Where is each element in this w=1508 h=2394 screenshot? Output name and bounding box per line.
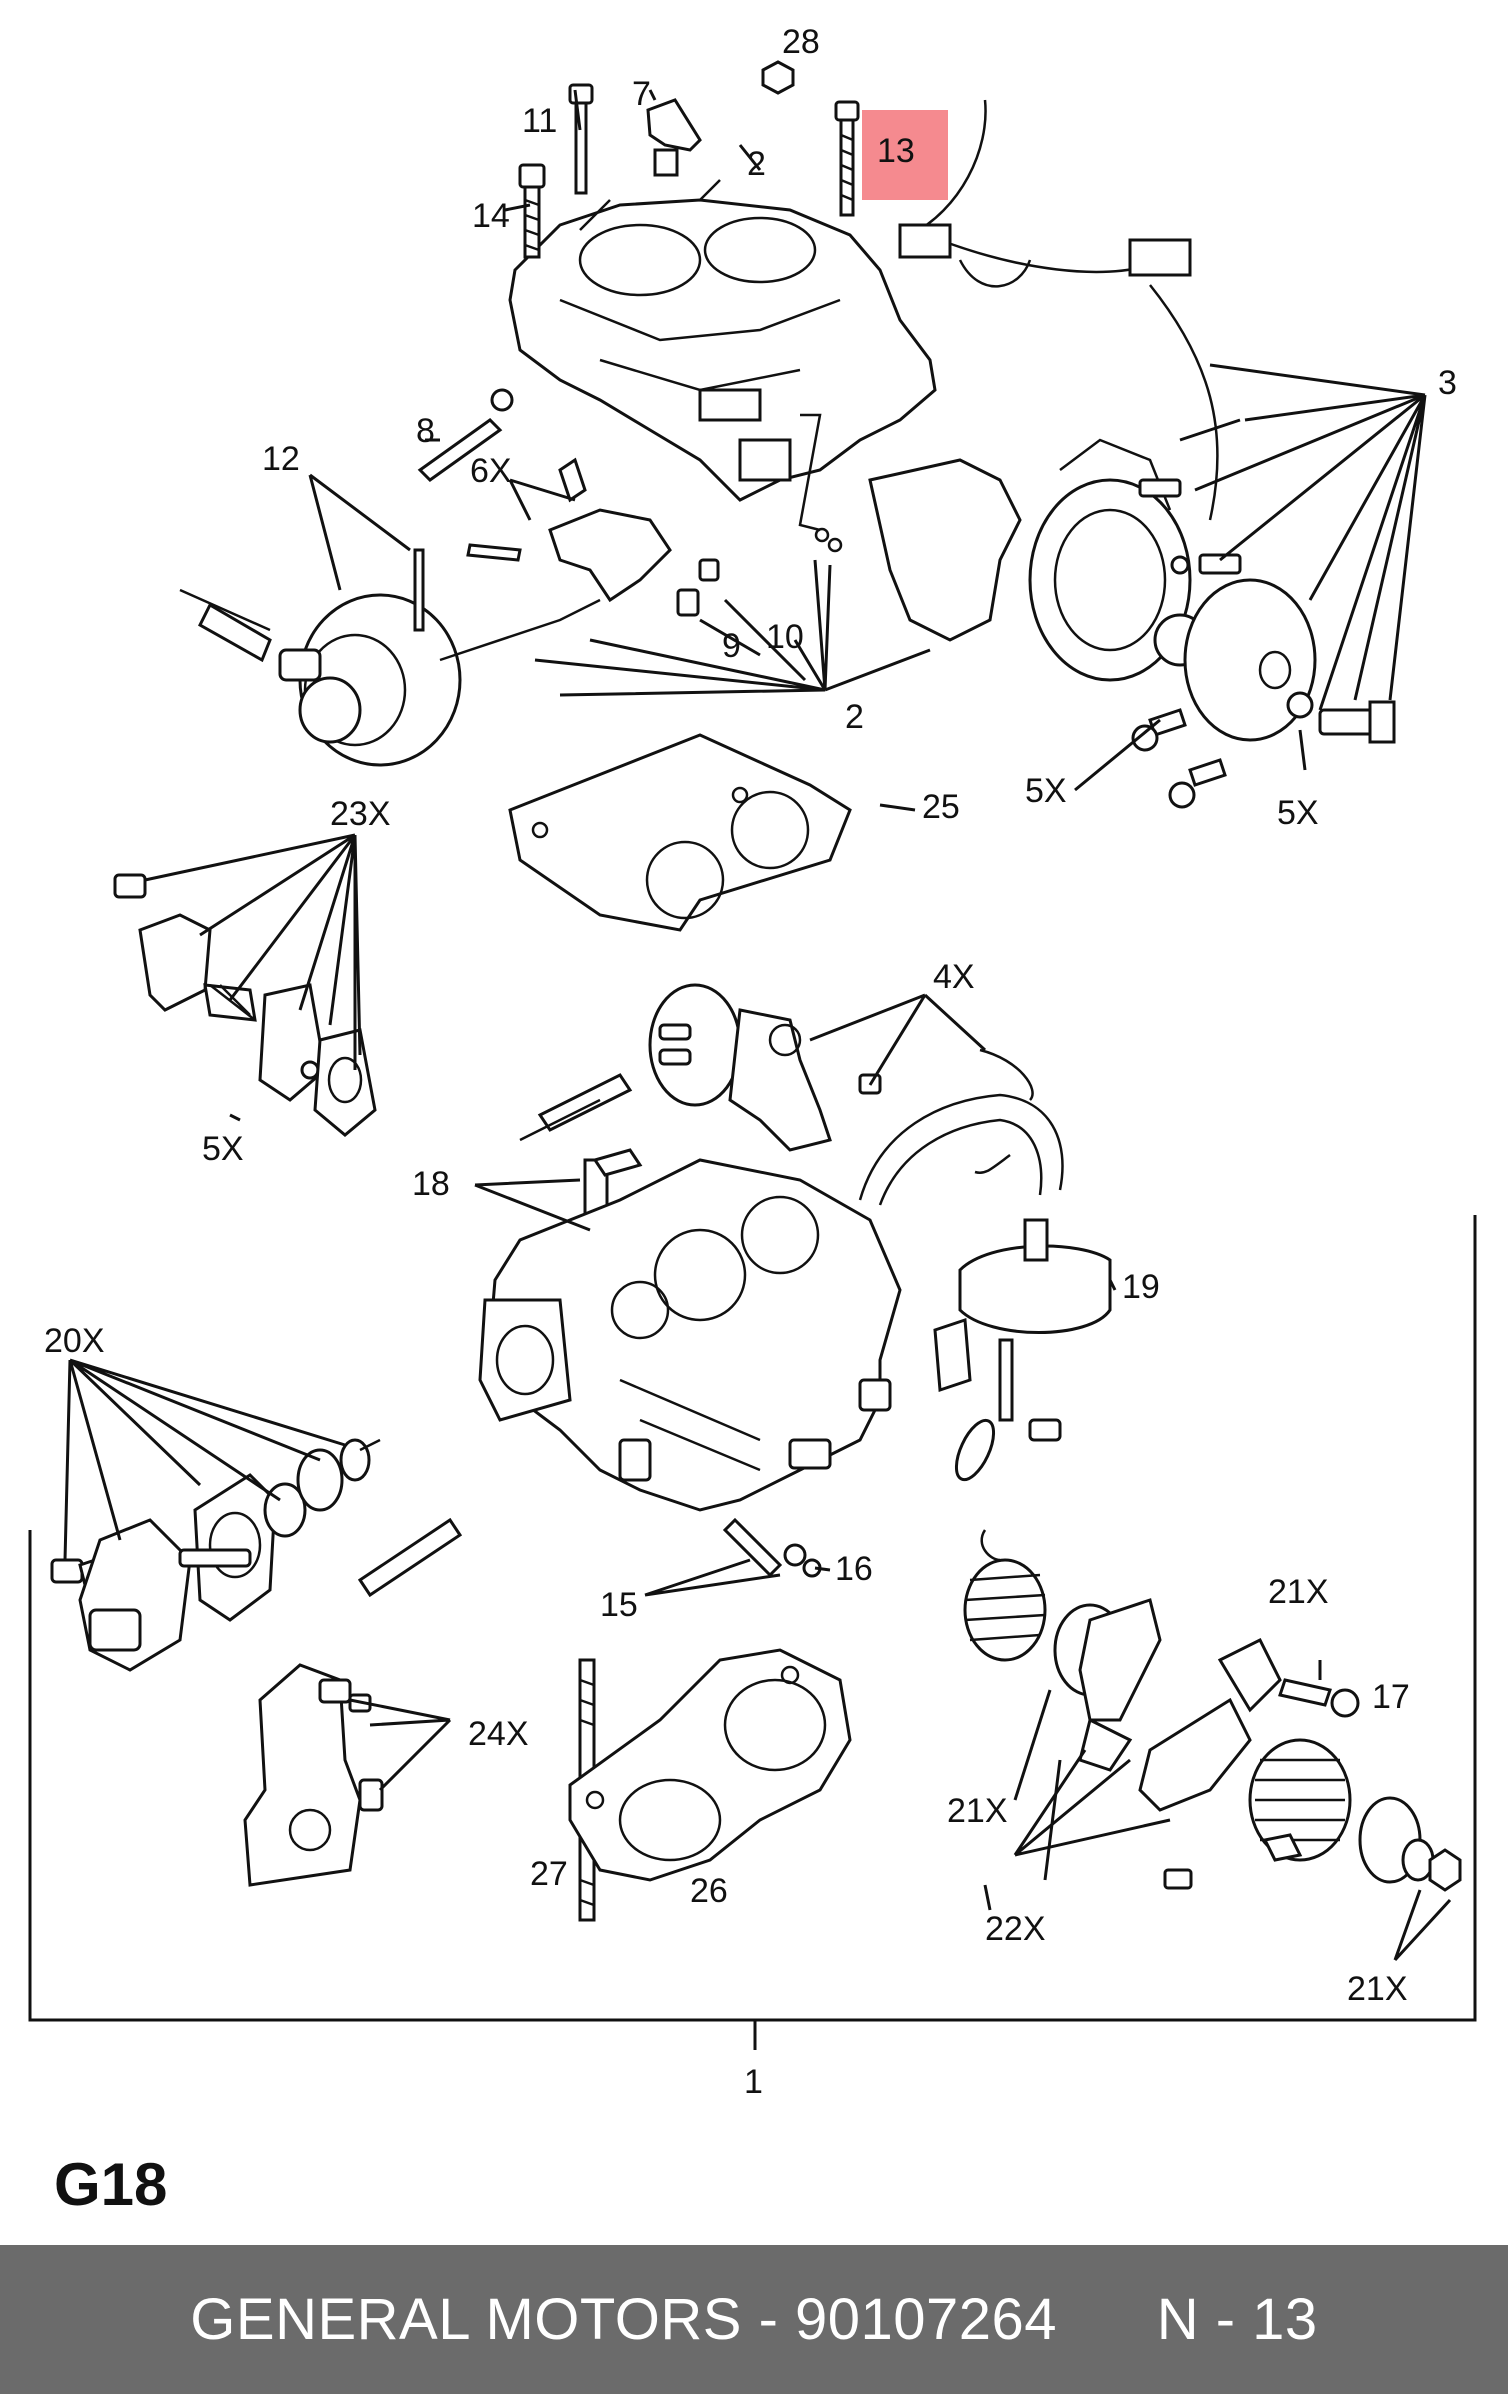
callout-21x-a: 21X: [1268, 1573, 1329, 1611]
callout-15: 15: [600, 1586, 638, 1624]
carburetor-main-body: [478, 1158, 902, 1512]
diaphragm-19: [933, 1218, 1112, 1482]
callout-11: 11: [522, 102, 557, 140]
screw-3-small: [1138, 478, 1242, 575]
footer-part-info: GENERAL MOTORS - 90107264 N - 13: [190, 2287, 1318, 2352]
callout-24x: 24X: [468, 1715, 529, 1753]
callout-2-mid: 2: [845, 698, 864, 736]
callout-18: 18: [412, 1165, 450, 1203]
callout-21x-b: 21X: [947, 1792, 1008, 1830]
callout-23x: 23X: [330, 795, 391, 833]
pin-8: [417, 388, 514, 482]
part-group-24x: [243, 1663, 384, 1887]
choke-lever-22x: [1078, 1598, 1282, 1890]
screw-5x-b: [1168, 758, 1227, 809]
wire-harness-3: [898, 99, 1219, 521]
leader-lines: [63, 89, 1452, 1962]
callout-20x: 20X: [44, 1322, 105, 1360]
sheet-code: G18: [54, 2151, 168, 2218]
screw-17: [1278, 1678, 1360, 1718]
gasket-25: [508, 733, 852, 932]
footer-bar: GENERAL MOTORS - 90107264 N - 13: [0, 2245, 1508, 2394]
callout-26: 26: [690, 1872, 728, 1910]
linkage-6x: [466, 457, 672, 603]
part-group-20x: [50, 1438, 463, 1672]
callout-12: 12: [262, 440, 300, 478]
bolt-3: [1318, 700, 1396, 744]
gasket-26: [568, 1648, 852, 1882]
highlight-box: [862, 110, 948, 200]
callout-5x-a: 5X: [1025, 772, 1067, 810]
nut-28: [761, 60, 795, 95]
choke-housing: [868, 438, 1207, 682]
hose: [858, 1093, 1064, 1206]
choke-cover: [1183, 578, 1317, 742]
callout-labels: 28 11 7 2 13 14 3 8 12 6X 9 10 2 25 5X 5…: [44, 23, 1457, 2101]
thermostat-coil: [1248, 1738, 1462, 1892]
screw-13: [834, 100, 860, 217]
callout-2-top: 2: [747, 145, 766, 183]
callout-7: 7: [632, 75, 651, 113]
callout-28: 28: [782, 23, 820, 61]
callout-10: 10: [766, 618, 804, 656]
vacuum-diaphragm-12: [278, 548, 601, 767]
screw-14: [518, 163, 546, 259]
callout-14: 14: [472, 197, 510, 235]
callout-16: 16: [835, 1550, 873, 1588]
carburetor-top-cover: [508, 179, 937, 502]
jets-9-10: [676, 413, 843, 617]
assembly-bracket-1: [28, 1215, 1477, 2050]
exploded-parts-diagram: 28 11 7 2 13 14 3 8 12 6X 9 10 2 25 5X 5…: [28, 23, 1477, 2101]
fitting-7: [646, 98, 702, 177]
callout-21x-c: 21X: [1347, 1970, 1408, 2008]
pin-15: [722, 1517, 822, 1578]
callout-25: 25: [922, 788, 960, 826]
screw-11: [568, 83, 594, 195]
callout-17: 17: [1372, 1678, 1410, 1716]
callout-3: 3: [1438, 364, 1457, 402]
shaft-18-left: [519, 1073, 633, 1142]
callout-9: 9: [722, 627, 741, 665]
callout-22x: 22X: [985, 1910, 1046, 1948]
callout-13: 13: [877, 132, 915, 170]
shaft-left: [179, 588, 272, 663]
callout-8: 8: [416, 412, 435, 450]
callout-27: 27: [530, 1855, 568, 1893]
diaphragm-4x: [648, 983, 1034, 1152]
part-group-23x: [113, 873, 377, 1137]
screw-5x-a: [1131, 708, 1187, 752]
callout-4x: 4X: [933, 958, 975, 996]
callout-5x-c: 5X: [202, 1130, 244, 1168]
callout-5x-b: 5X: [1277, 794, 1319, 832]
callout-19: 19: [1122, 1268, 1160, 1306]
callout-6x: 6X: [470, 452, 512, 490]
callout-1: 1: [744, 2063, 763, 2101]
